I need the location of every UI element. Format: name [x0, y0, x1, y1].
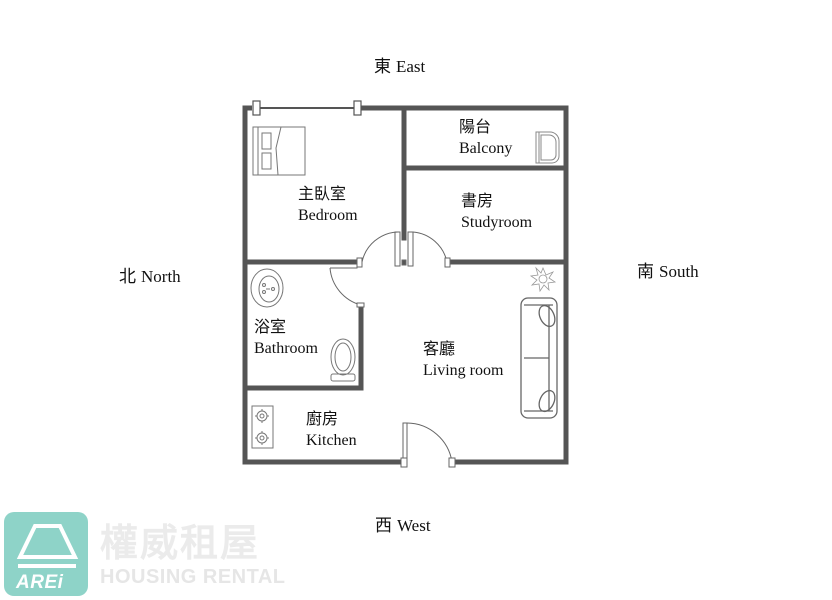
window	[252, 100, 362, 116]
plant-icon	[529, 266, 557, 293]
logo-text: AREi	[16, 572, 64, 593]
room-label-living-room: 客廳 Living room	[423, 339, 504, 379]
brand-name-zh: 權威租屋	[100, 521, 261, 565]
room-label-balcony: 陽台 Balcony	[459, 117, 513, 157]
room-label-bedroom: 主臥室 Bedroom	[298, 184, 358, 224]
room-label-studyroom: 書房 Studyroom	[461, 191, 533, 231]
sofa-icon	[520, 297, 558, 419]
toilet-icon	[330, 338, 356, 382]
stove-icon	[251, 405, 274, 449]
brand-name-en: HOUSING RENTAL	[100, 566, 286, 588]
house-icon	[16, 524, 79, 568]
washtub-icon	[535, 131, 560, 164]
sink-icon	[250, 268, 284, 308]
bed-icon	[252, 126, 306, 176]
brand-logo: AREi	[4, 512, 88, 596]
room-label-bathroom: 浴室 Bathroom	[254, 317, 318, 357]
room-label-kitchen: 廚房 Kitchen	[306, 409, 357, 449]
